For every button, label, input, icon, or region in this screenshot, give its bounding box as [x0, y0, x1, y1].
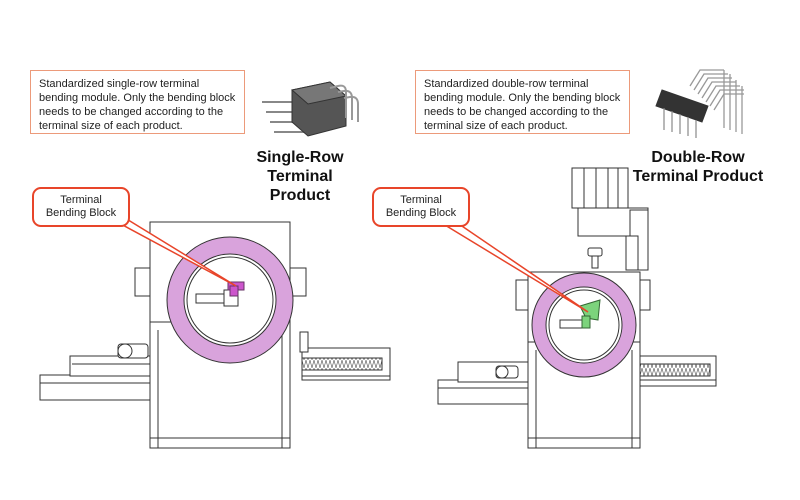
right-bending-block-callout: Terminal Bending Block: [372, 187, 470, 227]
double-row-title-line1: Double-Row: [651, 149, 745, 166]
double-row-connector-icon: [655, 69, 744, 138]
left-bending-block-callout: Terminal Bending Block: [32, 187, 130, 227]
single-row-title-line2: Terminal Product: [267, 168, 333, 204]
double-row-bending-module: [437, 167, 717, 449]
right-note: Standardized double-row terminal bending…: [415, 70, 630, 134]
left-callout-line1: Terminal: [60, 194, 102, 206]
single-row-product-title: Single-Row Terminal Product: [240, 148, 360, 205]
single-row-title-line1: Single-Row: [256, 149, 344, 166]
double-row-title-line2: Terminal Product: [632, 168, 764, 185]
left-note: Standardized single-row terminal bending…: [30, 70, 245, 134]
single-row-connector-icon: [262, 81, 359, 137]
right-callout-line1: Terminal: [400, 194, 442, 206]
left-callout-line2: Bending Block: [45, 207, 117, 219]
single-row-bending-module: [39, 221, 391, 449]
right-callout-leader: [437, 221, 589, 313]
right-callout-line2: Bending Block: [385, 207, 457, 219]
double-row-product-title: Double-Row Terminal Product: [628, 148, 768, 186]
